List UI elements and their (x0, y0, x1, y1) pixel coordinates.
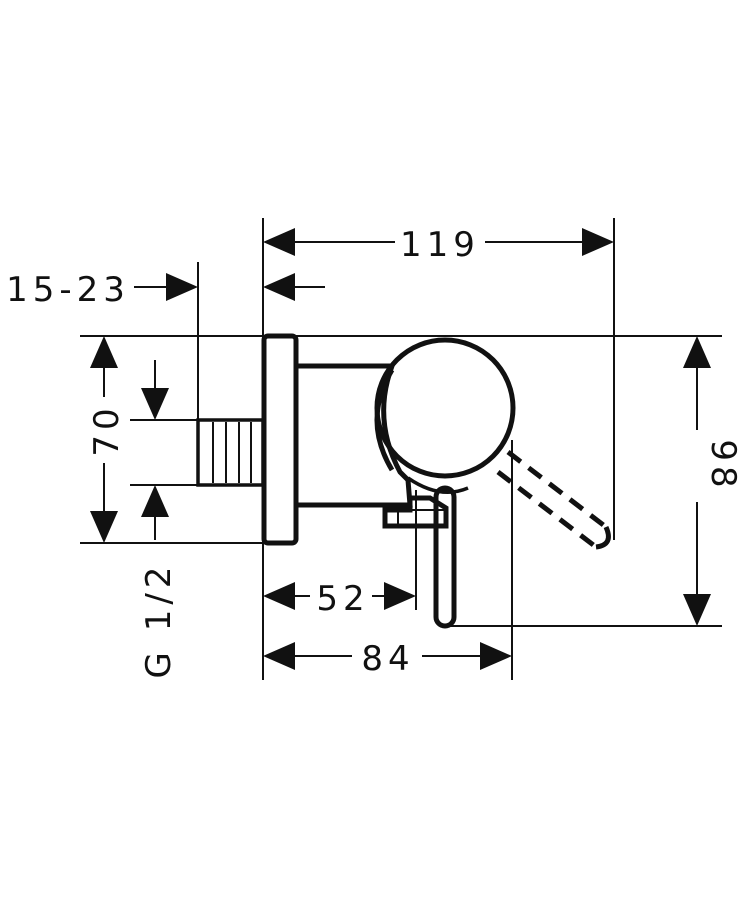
dimension-label-70: 70 (87, 403, 127, 456)
dimension-52: 52 (263, 579, 416, 619)
arrow-up (90, 336, 118, 368)
extension-lines (80, 218, 722, 680)
arrow-up (141, 485, 169, 517)
arrow-right (166, 273, 198, 301)
dimension-label-15-23: 15-23 (6, 270, 130, 310)
dimension-thread: G 1/2 (139, 360, 179, 678)
body-housing (296, 363, 413, 508)
arrow-right (384, 582, 416, 610)
cap-lower-curve (407, 476, 469, 494)
arrow-down (90, 511, 118, 543)
arrow-down (141, 388, 169, 420)
lever-bracket (382, 495, 449, 529)
dimension-label-52: 52 (316, 579, 369, 619)
valve-body (196, 333, 516, 629)
lever-stem (433, 485, 457, 629)
arrow-left (263, 582, 295, 610)
arrow-left (263, 642, 295, 670)
arrow-up (683, 336, 711, 368)
dimension-15-23: 15-23 (6, 270, 325, 310)
dimension-label-119: 119 (400, 225, 480, 265)
wall-rosette (261, 333, 299, 546)
dimension-119: 119 (263, 225, 614, 265)
dimension-label-thread: G 1/2 (139, 562, 179, 679)
dimension-label-84: 84 (361, 639, 414, 679)
valve-knob (374, 337, 516, 479)
arrow-right (480, 642, 512, 670)
dimension-label-98: 98 (703, 439, 743, 492)
arrow-down (683, 594, 711, 626)
arrow-left (263, 273, 295, 301)
dimension-98: 98 (683, 336, 743, 626)
arrow-right (582, 228, 614, 256)
threaded-nipple (196, 418, 265, 487)
dimension-70: 70 (87, 336, 127, 543)
arrow-left (263, 228, 295, 256)
lever-alternate-position (496, 450, 611, 550)
dimension-84: 84 (263, 639, 512, 679)
